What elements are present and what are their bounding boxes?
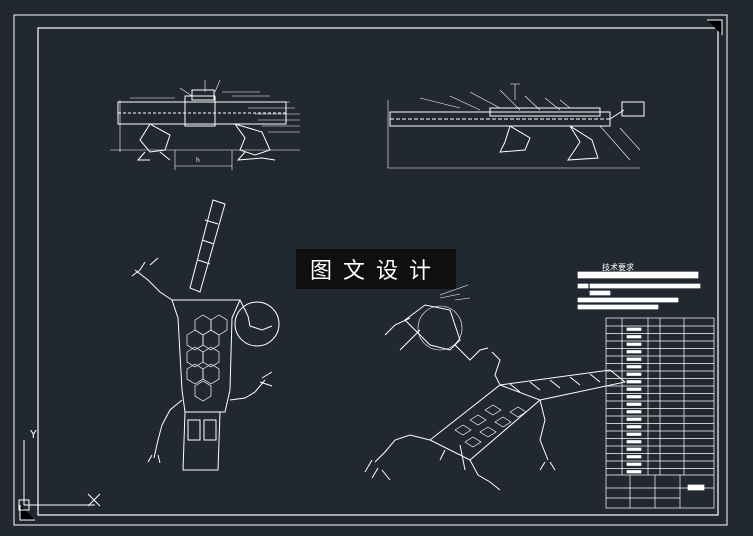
table-cell-text — [626, 417, 642, 421]
table-cell-text — [626, 462, 642, 466]
isometric-view — [364, 351, 627, 491]
inner-border — [37, 27, 719, 516]
table-cell-text — [626, 380, 642, 384]
detail-view — [384, 284, 489, 361]
ucs-icon — [18, 440, 101, 511]
table-cell-text — [626, 447, 642, 451]
table-cell-text — [626, 402, 642, 406]
table-cell-text — [626, 350, 642, 354]
table-cell-text — [626, 365, 642, 369]
svg-text:h: h — [196, 157, 200, 164]
outer-border — [13, 14, 728, 526]
table-cell-text — [626, 387, 642, 391]
table-cell-text — [626, 425, 642, 429]
table-cell-text — [626, 455, 642, 459]
technical-requirements-title: 技术要求 — [602, 263, 634, 272]
table-cell-text — [626, 372, 642, 376]
front-view: h — [110, 79, 300, 170]
watermark-banner: 图文设计 — [296, 249, 456, 289]
table-cell-text — [626, 395, 642, 399]
table-cell-text — [626, 470, 642, 474]
ucs-y-label: Y — [29, 428, 37, 441]
table-cell-text — [626, 432, 642, 436]
table-cell-text — [626, 410, 642, 414]
side-view — [387, 83, 645, 169]
plan-view — [131, 199, 280, 471]
trim-marks — [13, 14, 728, 526]
title-block — [577, 271, 715, 509]
table-cell-text — [626, 327, 642, 331]
table-cell-text — [626, 342, 642, 346]
table-cell-text — [626, 357, 642, 361]
table-cell-text — [626, 440, 642, 444]
table-cell-text — [626, 335, 642, 339]
